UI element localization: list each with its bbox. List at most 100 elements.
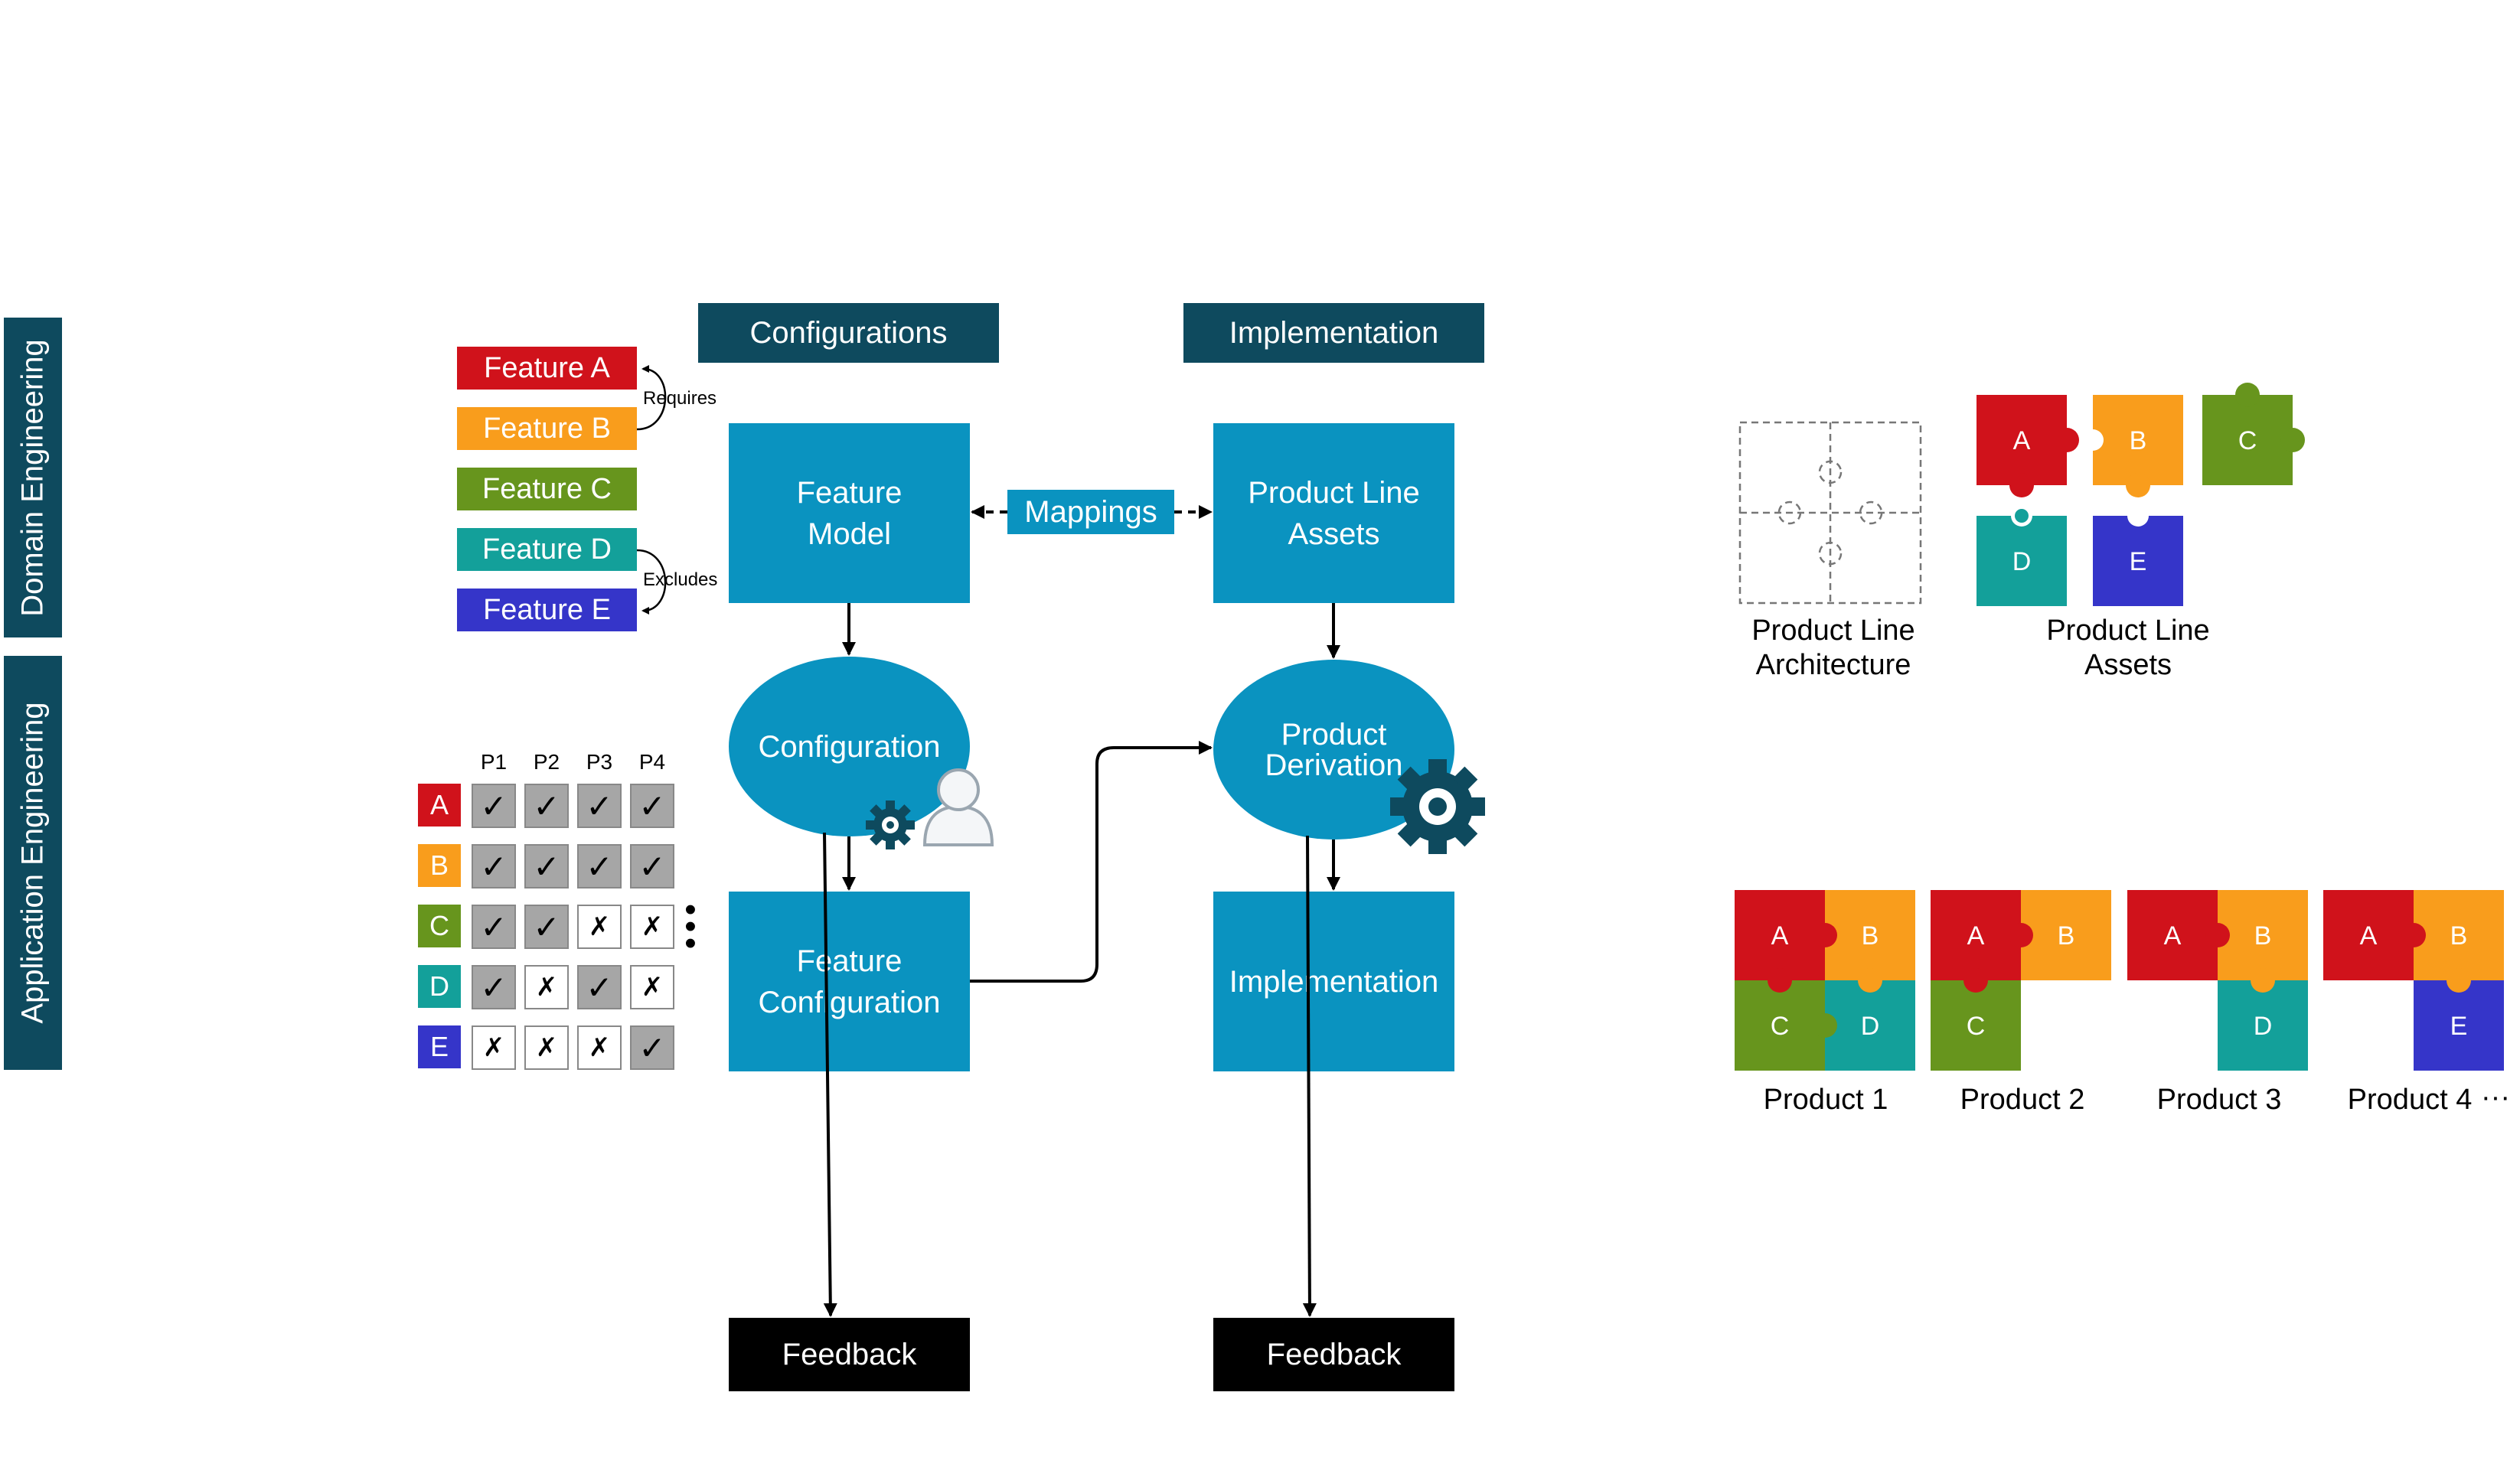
header-implementation: Implementation [1183,303,1484,363]
svg-text:A: A [1771,921,1789,950]
product-2-piece-b: B [2021,890,2111,980]
lane-application-engineering: Application Engineering [4,656,62,1070]
feature-configuration-box: Feature Configuration [729,892,970,1071]
asset-piece-e: E [2093,516,2183,606]
header-configurations: Configurations [698,303,999,363]
architecture-caption-line2: Architecture [1755,648,1911,681]
svg-text:D: D [2012,547,2032,576]
feature-d: Feature D [457,528,637,571]
matrix-cell-selected: ✓ [577,844,622,888]
product-line-assets-label: Product Line Assets [1248,475,1420,551]
product-4-piece-a: A [2323,890,2414,980]
product-4-piece-b: B [2414,890,2504,980]
gear-icon [1390,759,1485,854]
assets-caption: Product Line Assets [2009,614,2247,683]
product-2-caption: Product 2 [1960,1084,2085,1116]
matrix-col-p1: P1 [480,750,508,774]
svg-text:C: C [1771,1012,1790,1041]
matrix-more-indicator: ••• [684,891,697,962]
matrix-cell-unselected: ✗ [524,1025,569,1070]
matrix-cell-selected: ✓ [524,844,569,888]
product-1-caption: Product 1 [1763,1084,1888,1116]
architecture-caption-line1: Product Line [1751,615,1915,647]
matrix-row-label-d: D [418,965,461,1008]
matrix-col-p2: P2 [533,750,560,774]
requires-label: Requires [643,388,717,409]
lane-domain-engineering: Domain Engineering [4,318,62,637]
matrix-cell-selected: ✓ [630,1025,674,1070]
matrix-cell-selected: ✓ [472,844,516,888]
feedback-right: Feedback [1213,1318,1454,1391]
svg-text:D: D [1861,1012,1880,1041]
asset-piece-b: B [2093,395,2183,485]
requires-arrow [636,365,667,431]
assets-caption-line2: Assets [2084,648,2172,681]
matrix-cell-selected: ✓ [630,784,674,828]
feature-e: Feature E [457,589,637,631]
fc-to-pd-arrow [970,741,1213,983]
svg-text:C: C [2238,426,2257,455]
matrix-cell-selected: ✓ [472,784,516,828]
svg-text:B: B [2130,426,2147,455]
svg-text:C: C [1967,1012,1986,1041]
product-1-piece-b: B [1825,890,1915,980]
matrix-cell-unselected: ✗ [630,905,674,949]
feature-a: Feature A [457,347,637,390]
feedback-left: Feedback [729,1318,970,1391]
matrix-cell-unselected: ✗ [577,1025,622,1070]
feature-configuration-label: Feature Configuration [758,944,941,1019]
product-1-piece-a: A [1735,890,1825,980]
product-4-piece-e: E [2414,980,2504,1071]
pd-feedback-arrow [1302,835,1317,1317]
matrix-cell-selected: ✓ [472,965,516,1009]
architecture-outline [1738,421,1922,605]
svg-text:B: B [2058,921,2075,950]
svg-text:A: A [2013,426,2031,455]
svg-text:D: D [2254,1012,2273,1041]
svg-text:A: A [2164,921,2182,950]
svg-text:A: A [1967,921,1985,950]
matrix-cell-unselected: ✗ [630,965,674,1009]
product-3-piece-d: D [2218,980,2308,1071]
product-3-piece-a: A [2127,890,2218,980]
more-products-indicator: ··· [2481,1081,2510,1113]
matrix-row-label-a: A [418,784,461,827]
feature-model-label: Feature Model [796,475,903,551]
excludes-label: Excludes [643,569,718,590]
product-1-piece-d: D [1825,980,1915,1071]
svg-text:E: E [2130,547,2147,576]
user-icon [922,768,994,846]
matrix-row-label-b: B [418,844,461,887]
svg-text:B: B [1862,921,1879,950]
matrix-cell-selected: ✓ [524,784,569,828]
config-feedback-arrow [823,832,837,1317]
product-3-piece-b: B [2218,890,2308,980]
product-1-piece-c: C [1735,980,1825,1071]
matrix-cell-unselected: ✗ [577,905,622,949]
product-4-caption: Product 4 [2347,1084,2473,1116]
excludes-arrow [636,549,667,615]
implementation-box: Implementation [1213,892,1454,1071]
matrix-cell-selected: ✓ [577,965,622,1009]
matrix-row-label-e: E [418,1025,461,1068]
product-2-piece-a: A [1931,890,2021,980]
feature-c: Feature C [457,468,637,510]
product-2-piece-c: C [1931,980,2021,1071]
matrix-col-p4: P4 [638,750,666,774]
matrix-col-p3: P3 [586,750,613,774]
matrix-cell-selected: ✓ [577,784,622,828]
matrix-row-label-c: C [418,905,461,947]
svg-text:A: A [2360,921,2378,950]
matrix-cell-unselected: ✗ [472,1025,516,1070]
feature-b: Feature B [457,407,637,450]
svg-text:B: B [2450,921,2468,950]
svg-text:B: B [2254,921,2272,950]
architecture-caption: Product Line Architecture [1715,614,1952,683]
matrix-cell-selected: ✓ [472,905,516,949]
matrix-cell-selected: ✓ [630,844,674,888]
product-line-assets-box: Product Line Assets [1213,423,1454,603]
product-derivation-label: Product Derivation [1265,717,1403,782]
svg-text:E: E [2450,1012,2468,1041]
